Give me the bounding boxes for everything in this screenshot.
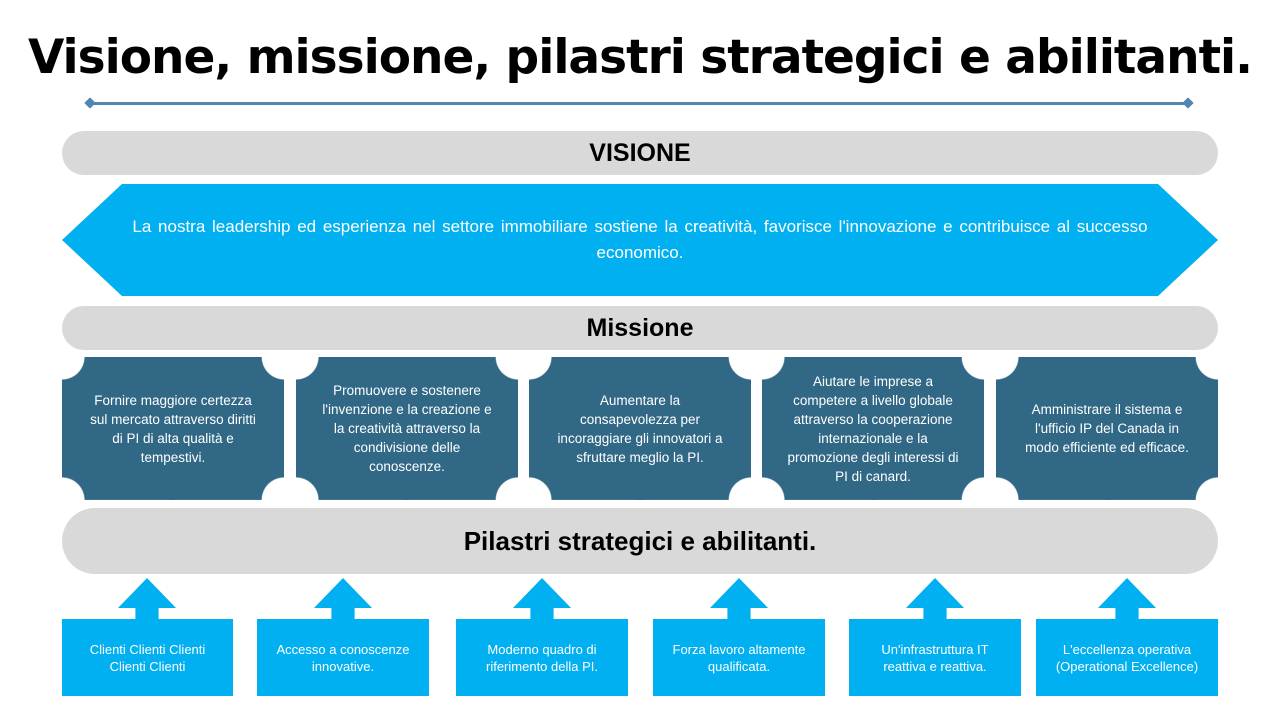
arrow-up-icon [710, 578, 768, 620]
vision-text: La nostra leadership ed esperienza nel s… [132, 217, 1148, 262]
pillars-heading: Pilastri strategici e abilitanti. [62, 508, 1218, 574]
pillar-box: Clienti Clienti Clienti Clienti Clienti [62, 619, 233, 696]
arrow-up-icon [314, 578, 372, 620]
arrow-up-icon [906, 578, 964, 620]
title-divider [90, 102, 1188, 105]
vision-banner: La nostra leadership ed esperienza nel s… [62, 184, 1218, 296]
mission-box: Amministrare il sistema e l'ufficio IP d… [996, 357, 1218, 500]
arrow-up-icon [513, 578, 571, 620]
mission-heading: Missione [62, 306, 1218, 350]
divider-diamond-icon [1182, 97, 1194, 109]
mission-box: Aumentare la consapevolezza per incoragg… [529, 357, 751, 500]
mission-box: Aiutare le imprese a competere a livello… [762, 357, 984, 500]
pillar-box: Accesso a conoscenze innovative. [257, 619, 429, 696]
page-title: Visione, missione, pilastri strategici e… [27, 30, 1253, 85]
mission-box: Fornire maggiore certezza sul mercato at… [62, 357, 284, 500]
vision-heading: VISIONE [62, 131, 1218, 175]
arrow-up-icon [118, 578, 176, 620]
pillar-box: Moderno quadro di riferimento della PI. [456, 619, 628, 696]
mission-box: Promuovere e sostenere l'invenzione e la… [296, 357, 518, 500]
pillar-box: Un'infrastruttura IT reattiva e reattiva… [849, 619, 1021, 696]
divider-diamond-icon [84, 97, 96, 109]
pillar-box: L'eccellenza operativa (Operational Exce… [1036, 619, 1218, 696]
arrow-up-icon [1098, 578, 1156, 620]
pillar-box: Forza lavoro altamente qualificata. [653, 619, 825, 696]
